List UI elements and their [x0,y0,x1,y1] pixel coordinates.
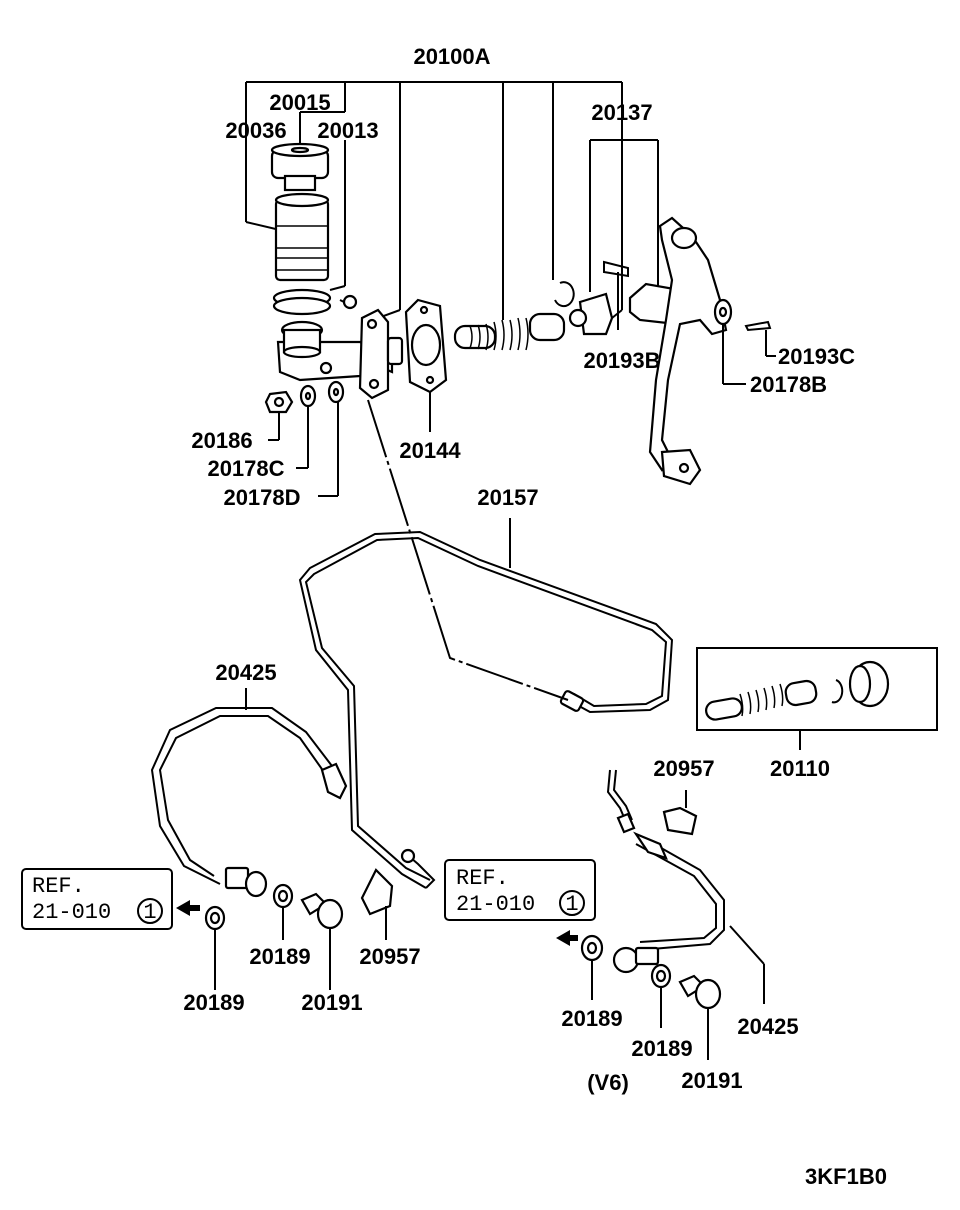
reservoir-cap-20036 [270,142,330,192]
reservoir-20015 [274,192,330,282]
label-20157: 20157 [477,485,538,510]
washer-20178D [318,380,345,497]
label-20015: 20015 [269,90,330,115]
label-20957-left: 20957 [359,944,420,969]
label-20137: 20137 [591,100,652,125]
clevis-pin-20193B [603,260,629,330]
label-20100A: 20100A [413,44,490,69]
bolt-20191-right [678,974,722,1060]
clutch-pedal [648,216,728,486]
snap-ring-icon [554,281,575,308]
arrow-left-icon [176,900,200,916]
label-20186: 20186 [191,428,252,453]
washer-20178C [296,384,317,469]
washer-20189-d [650,963,672,1028]
ref-left-line2: 21-010 [32,900,111,925]
cotter-pin-20193C [744,320,776,357]
label-20193B: 20193B [583,348,660,373]
variant-note: (V6) [587,1070,629,1095]
label-20178B: 20178B [750,372,827,397]
washer-20189-b [272,883,294,940]
label-20189-a: 20189 [183,990,244,1015]
bracket-20100A [245,81,623,320]
label-20189-b: 20189 [249,944,310,969]
ref-right-line2: 21-010 [456,892,535,917]
label-20189-d: 20189 [631,1036,692,1061]
ref-box-right[interactable]: REF. 21-010 1 [444,859,596,921]
clip-20957-right [662,790,698,836]
washer-20189-c [580,934,604,1000]
flex-hose-20425-right [606,769,765,1004]
master-cylinder-body [276,308,404,400]
label-20957-right: 20957 [653,756,714,781]
label-20425-left: 20425 [215,660,276,685]
label-20013: 20013 [317,118,378,143]
washer-20178B [713,298,746,385]
piston-assembly [453,312,566,351]
repair-kit-box-20110 [696,647,938,750]
label-20193C: 20193C [778,344,855,369]
clip-20957-left [360,868,394,940]
label-20036: 20036 [225,118,286,143]
boot-icon [568,292,614,336]
ref-left-circle-number: 1 [143,900,156,925]
flex-hose-20425-left [150,688,348,898]
ref-box-left[interactable]: REF. 21-010 1 [21,868,173,930]
nut-20186 [264,390,294,441]
label-20191-right: 20191 [681,1068,742,1093]
ref-left-line1: REF. [32,874,85,899]
label-20189-c: 20189 [561,1006,622,1031]
washer-20189-a [204,905,226,990]
label-20144: 20144 [399,438,461,463]
label-20425-right: 20425 [737,1014,798,1039]
label-20191-left: 20191 [301,990,362,1015]
seal-ring-20013 [272,288,332,316]
diagram-code: 3KF1B0 [805,1164,887,1189]
gasket-20144 [404,298,448,394]
label-20178D: 20178D [223,485,300,510]
screw-icon [339,294,358,310]
arrow-right-icon [556,930,578,946]
ref-right-circle-number: 1 [565,892,578,917]
bolt-20191-left [300,892,344,990]
label-20178C: 20178C [207,456,284,481]
label-20110: 20110 [770,756,830,781]
ref-right-line1: REF. [456,866,509,891]
pipe-20157 [298,518,674,889]
